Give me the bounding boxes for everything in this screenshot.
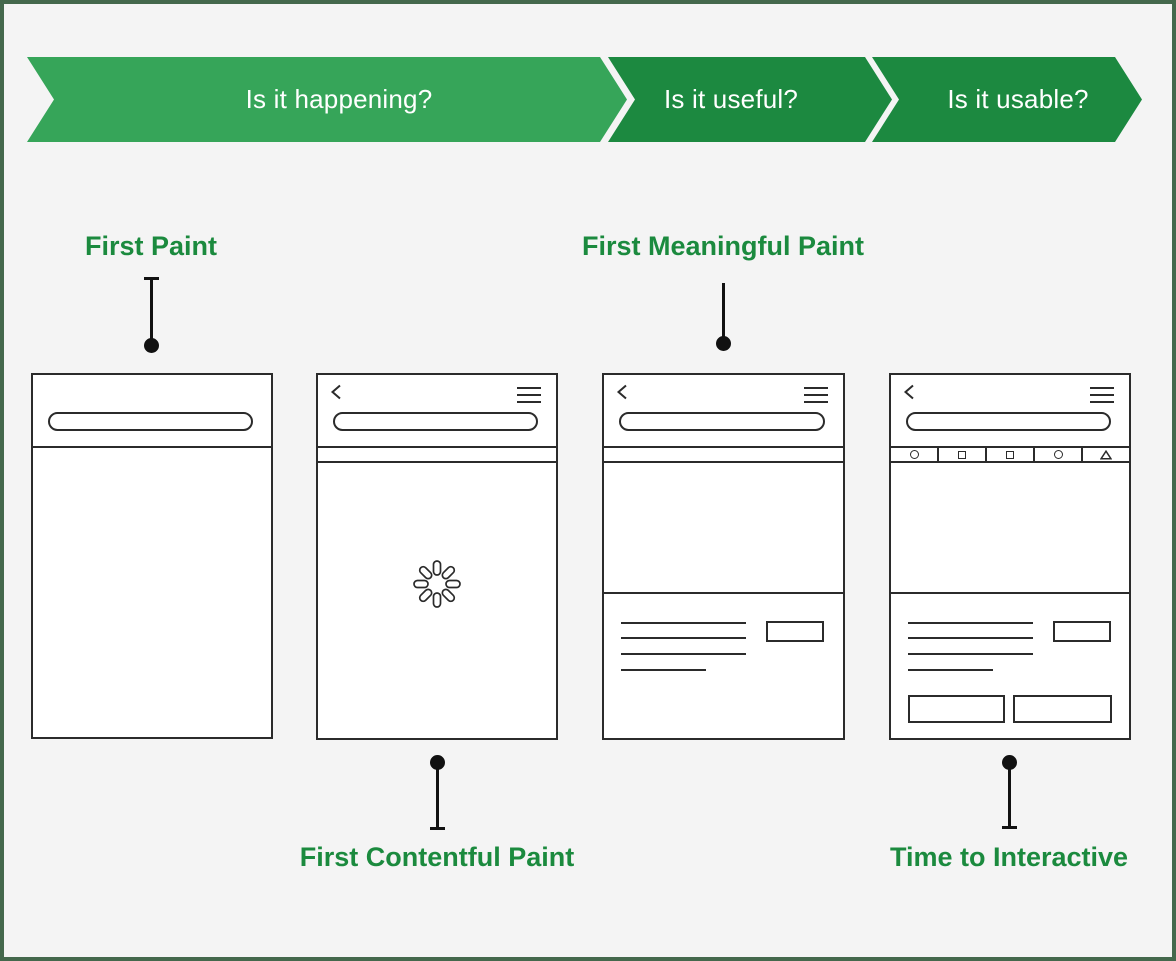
back-chevron-icon <box>903 384 914 400</box>
hero-section <box>891 463 1129 594</box>
text-line <box>908 669 993 671</box>
triangle-icon <box>1100 449 1112 460</box>
text-line <box>621 669 706 671</box>
tab-cell <box>985 448 1033 461</box>
phone-frame-first-contentful-paint <box>316 373 558 740</box>
phone-frame-first-meaningful-paint <box>602 373 845 740</box>
back-chevron-icon <box>616 384 627 400</box>
text-line <box>908 622 1033 624</box>
hamburger-menu-icon <box>517 387 541 408</box>
text-line <box>908 653 1033 655</box>
search-bar <box>333 412 538 431</box>
action-button-placeholder <box>1013 695 1112 723</box>
loading-spinner-icon <box>413 560 461 608</box>
button-placeholder <box>766 621 824 642</box>
banner-segment-useful: Is it useful? <box>608 57 892 142</box>
banner-segment-label: Is it happening? <box>245 84 433 114</box>
circle-icon <box>1053 450 1063 459</box>
hamburger-menu-icon <box>1090 387 1114 408</box>
app-header <box>604 375 843 448</box>
metric-label-first-meaningful-paint: First Meaningful Paint <box>581 231 864 261</box>
metric-label-first-contentful-paint: First Contentful Paint <box>299 842 575 872</box>
tab-cell <box>1033 448 1081 461</box>
banner-segment-label: Is it usable? <box>947 84 1089 114</box>
tab-cell <box>1081 448 1129 461</box>
text-line <box>621 637 746 639</box>
app-header <box>891 375 1129 448</box>
search-bar <box>619 412 825 431</box>
toolbar-strip <box>318 448 556 463</box>
metric-label-first-paint: First Paint <box>84 231 218 261</box>
metric-label-time-to-interactive: Time to Interactive <box>889 842 1129 872</box>
back-chevron-icon <box>330 384 341 400</box>
hamburger-menu-icon <box>804 387 828 408</box>
text-line <box>621 622 746 624</box>
phone-frame-first-paint <box>31 373 273 739</box>
button-placeholder <box>1053 621 1111 642</box>
hero-section <box>604 463 843 594</box>
tab-cell <box>937 448 985 461</box>
tab-cell <box>891 448 937 461</box>
tab-bar <box>891 448 1129 463</box>
square-icon <box>1006 450 1014 459</box>
search-bar <box>48 412 253 431</box>
banner-segment-label: Is it useful? <box>663 84 799 114</box>
banner-segment-usable: Is it usable? <box>872 57 1142 142</box>
app-header <box>33 375 271 448</box>
action-button-placeholder <box>908 695 1005 723</box>
banner-segment-happening: Is it happening? <box>27 57 627 142</box>
square-icon <box>958 450 966 459</box>
phone-frame-time-to-interactive <box>889 373 1131 740</box>
text-line <box>621 653 746 655</box>
toolbar-strip <box>604 448 843 463</box>
text-line <box>908 637 1033 639</box>
search-bar <box>906 412 1111 431</box>
circle-icon <box>909 450 919 459</box>
app-header <box>318 375 556 448</box>
